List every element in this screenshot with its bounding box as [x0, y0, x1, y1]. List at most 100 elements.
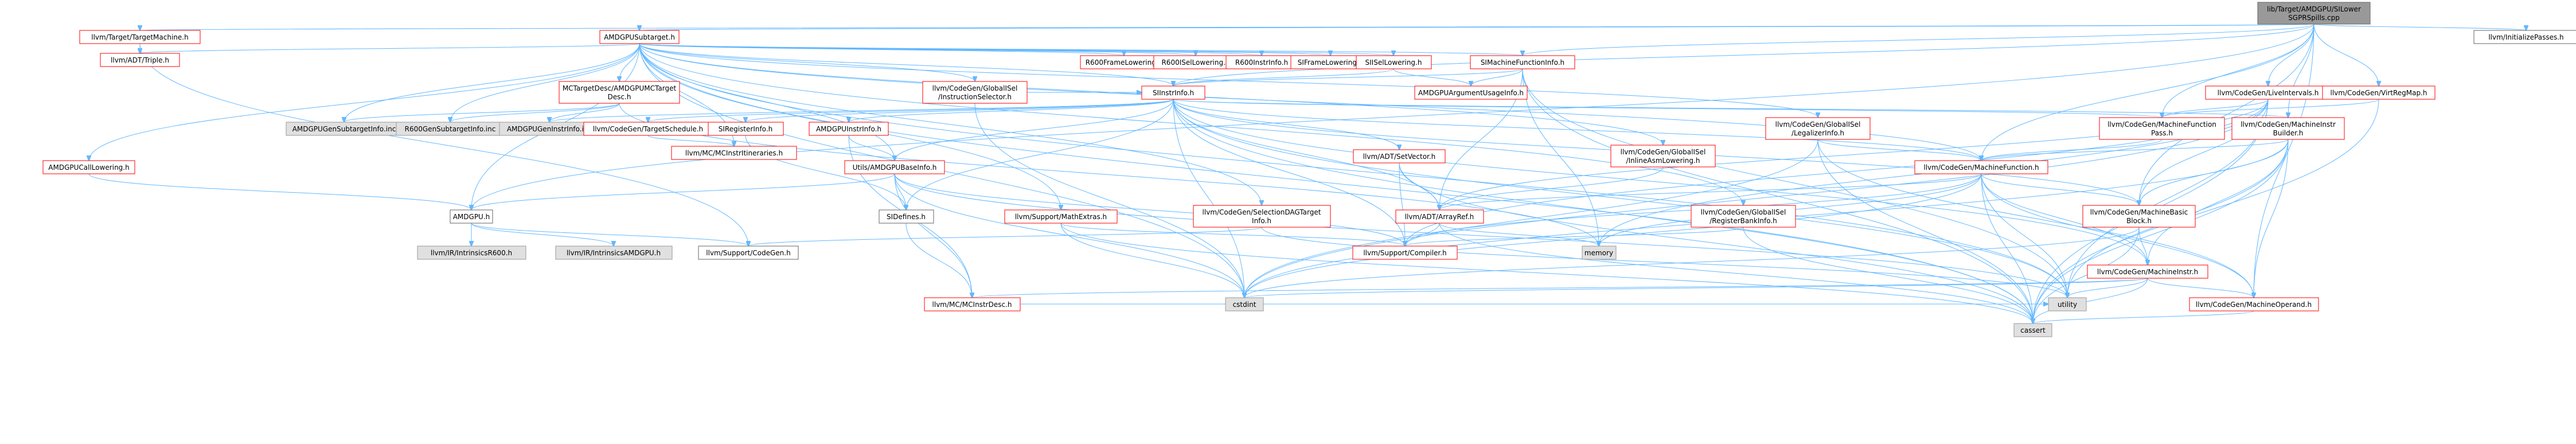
node-memory[interactable]: memory	[1582, 246, 1617, 260]
edge-TargetMachine-to-SupportCodeGen	[139, 43, 748, 246]
node-target-machine[interactable]: llvm/Target/TargetMachine.h	[79, 30, 201, 44]
edge-SetVector-to-Compiler	[1399, 162, 1405, 246]
node-a-m-d-g-p-u-instr-info[interactable]: AMDGPUInstrInfo.h	[809, 122, 889, 136]
edge-SIInstrInfo-to-AMDGPUInstrInfo	[849, 99, 1174, 122]
node-machine-instr[interactable]: llvm/CodeGen/MachineInstr.h	[2087, 264, 2208, 279]
node-intrinsics-a-m-d-g-p-u[interactable]: llvm/IR/IntrinsicsAMDGPU.h	[555, 246, 673, 260]
edge-SIInstrInfo-to-Compiler	[1173, 99, 1405, 246]
edge-AMDGPUSubtarget-to-RegisterBankInfo	[639, 43, 1743, 205]
edge-MachineFunction-to-ArrayRef	[1439, 173, 1982, 210]
node-s-i-i-sel-lowering[interactable]: SIISelLowering.h	[1356, 55, 1432, 69]
node-label: llvm/MC/MCInstrDesc.h	[932, 301, 1012, 309]
node-compiler[interactable]: llvm/Support/Compiler.h	[1352, 246, 1458, 260]
node-s-i-frame-lowering[interactable]: SIFrameLowering.h	[1290, 55, 1371, 69]
node-box	[2257, 2, 2371, 25]
node-machine-operand[interactable]: llvm/CodeGen/MachineOperand.h	[2189, 297, 2319, 311]
edge-MathExtras-to-cstdint	[1060, 223, 1244, 298]
edge-SIInstrInfo-to-AMDGPUGenInstrInfo	[549, 99, 1174, 122]
node-label: R600ISelLowering.h	[1161, 59, 1230, 67]
node-label: /InstructionSelector.h	[938, 93, 1012, 101]
node-a-m-d-g-p-u-gen-instr-info[interactable]: AMDGPUGenInstrInfo.inc	[499, 122, 600, 136]
node-label: SIFrameLowering.h	[1298, 59, 1363, 67]
edge-LegalizerInfo-to-cassert	[1817, 139, 2033, 324]
node-cstdint[interactable]: cstdint	[1225, 297, 1264, 311]
edge-VirtRegMap-to-MachineFunctionPass	[2162, 99, 2379, 118]
node-label: Builder.h	[2273, 129, 2304, 137]
node-box	[2087, 264, 2208, 279]
edge-RegisterBankInfo-to-Compiler	[1405, 227, 1744, 246]
node-a-m-d-g-p-u[interactable]: AMDGPU.h	[450, 209, 493, 224]
node-a-m-d-g-p-u-argument-usage-info[interactable]: AMDGPUArgumentUsageInfo.h	[1414, 85, 1528, 100]
node-machine-function[interactable]: llvm/CodeGen/MachineFunction.h	[1914, 160, 2048, 174]
node-triple[interactable]: llvm/ADT/Triple.h	[100, 53, 180, 67]
node-utility[interactable]: utility	[2048, 297, 2087, 311]
edge-AMDGPUInstrInfo-to-AMDGPUBaseInfo	[848, 135, 895, 161]
node-s-i-instr-info[interactable]: SIInstrInfo.h	[1141, 85, 1205, 100]
node-label: Utils/AMDGPUBaseInfo.h	[853, 163, 937, 172]
node-label: llvm/CodeGen/GlobalISel	[1775, 120, 1861, 128]
node-box	[2048, 297, 2087, 311]
node-initialize-passes[interactable]: llvm/InitializePasses.h	[2473, 30, 2576, 44]
node-set-vector[interactable]: llvm/ADT/SetVector.h	[1353, 149, 1446, 163]
node-a-m-d-g-p-u-call-lowering[interactable]: AMDGPUCallLowering.h	[42, 160, 135, 174]
node-a-m-d-g-p-u-subtarget[interactable]: AMDGPUSubtarget.h	[599, 30, 680, 44]
edge-AMDGPUSubtarget-to-AMDGPUBaseInfo	[639, 43, 895, 161]
node-label: /InlineAsmLowering.h	[1626, 157, 1700, 165]
edge-SelectionDAGTargetInfo-to-SupportCodeGen	[748, 227, 1262, 246]
node-live-intervals[interactable]: llvm/CodeGen/LiveIntervals.h	[2205, 85, 2331, 100]
node-register-bank-info[interactable]: llvm/CodeGen/GlobalISel/RegisterBankInfo…	[1691, 205, 1796, 228]
edge-AMDGPUSubtarget-to-LegalizerInfo	[639, 43, 1818, 118]
node-math-extras[interactable]: llvm/Support/MathExtras.h	[1004, 209, 1118, 224]
node-s-i-defines[interactable]: SIDefines.h	[879, 209, 934, 224]
node-virt-reg-map[interactable]: llvm/CodeGen/VirtRegMap.h	[2322, 85, 2436, 100]
node-box	[42, 160, 135, 174]
node-box	[2099, 117, 2225, 140]
node-instruction-selector[interactable]: llvm/CodeGen/GlobalISel/InstructionSelec…	[922, 81, 1028, 104]
node-s-i-register-info[interactable]: SIRegisterInfo.h	[708, 122, 784, 136]
node-inline-asm-lowering[interactable]: llvm/CodeGen/GlobalISel/InlineAsmLowerin…	[1610, 145, 1716, 168]
node-intrinsics-r600[interactable]: llvm/IR/IntrinsicsR600.h	[417, 246, 526, 260]
node-box	[2082, 205, 2196, 228]
edge-SIInstrInfo-to-cassert	[1173, 99, 2033, 324]
node-r600-subtarget-info[interactable]: R600GenSubtargetInfo.inc	[396, 122, 505, 136]
edge-MachineFunctionPass-to-MachineFunction	[1981, 139, 2163, 161]
node-label: MCTargetDesc/AMDGPUMCTarget	[563, 84, 677, 92]
node-box	[1004, 209, 1118, 224]
node-target-schedule[interactable]: llvm/CodeGen/TargetSchedule.h	[583, 122, 713, 136]
node-label: AMDGPUSubtarget.h	[604, 33, 675, 41]
edge-root-to-MachineBasicBlock	[2139, 24, 2315, 205]
node-label: llvm/MC/MCInstrItineraries.h	[685, 149, 783, 157]
node-label: llvm/Support/Compiler.h	[1363, 249, 1446, 257]
edge-root-to-VirtRegMap	[2313, 24, 2379, 86]
node-label: AMDGPUInstrInfo.h	[816, 125, 881, 133]
node-support-code-gen[interactable]: llvm/Support/CodeGen.h	[698, 246, 799, 260]
edge-SIInstrInfo-to-SIRegisterInfo	[746, 99, 1174, 122]
node-label: SIRegisterInfo.h	[719, 125, 772, 133]
node-box	[1356, 55, 1432, 69]
edge-MachineInstr-to-utility	[2067, 278, 2148, 298]
node-legalizer-info[interactable]: llvm/CodeGen/GlobalISel/LegalizerInfo.h	[1765, 117, 1871, 140]
node-box	[2473, 30, 2576, 44]
node-a-m-d-g-p-u-base-info[interactable]: Utils/AMDGPUBaseInfo.h	[844, 160, 945, 174]
node-box	[1414, 85, 1528, 100]
node-label: llvm/IR/IntrinsicsAMDGPU.h	[567, 249, 661, 257]
edge-AMDGPUSubtarget-to-MachineFunction	[639, 43, 1981, 161]
node-r600-i-sel-lowering[interactable]: R600ISelLowering.h	[1153, 55, 1238, 69]
node-cassert[interactable]: cassert	[2013, 323, 2052, 337]
node-label: llvm/ADT/Triple.h	[111, 56, 169, 64]
edge-AMDGPUSubtarget-to-SelectionDAGTargetInfo	[639, 43, 1262, 205]
edge-TargetSchedule-to-MCInstrItineraries	[647, 135, 734, 146]
node-array-ref[interactable]: llvm/ADT/ArrayRef.h	[1395, 209, 1484, 224]
node-a-m-d-g-p-u-subtarget-info[interactable]: AMDGPUGenSubtargetInfo.inc	[286, 122, 403, 136]
node-m-c-instr-itineraries[interactable]: llvm/MC/MCInstrItineraries.h	[671, 146, 797, 160]
edge-AMDGPU-to-IntrinsicsAMDGPU	[471, 223, 614, 246]
node-m-c-instr-desc[interactable]: llvm/MC/MCInstrDesc.h	[924, 297, 1021, 311]
edge-AMDGPUBaseInfo-to-AMDGPU	[471, 173, 895, 210]
node-r600-instr-info[interactable]: R600InstrInfo.h	[1225, 55, 1298, 69]
node-s-i-machine-function-info[interactable]: SIMachineFunctionInfo.h	[1470, 55, 1575, 69]
